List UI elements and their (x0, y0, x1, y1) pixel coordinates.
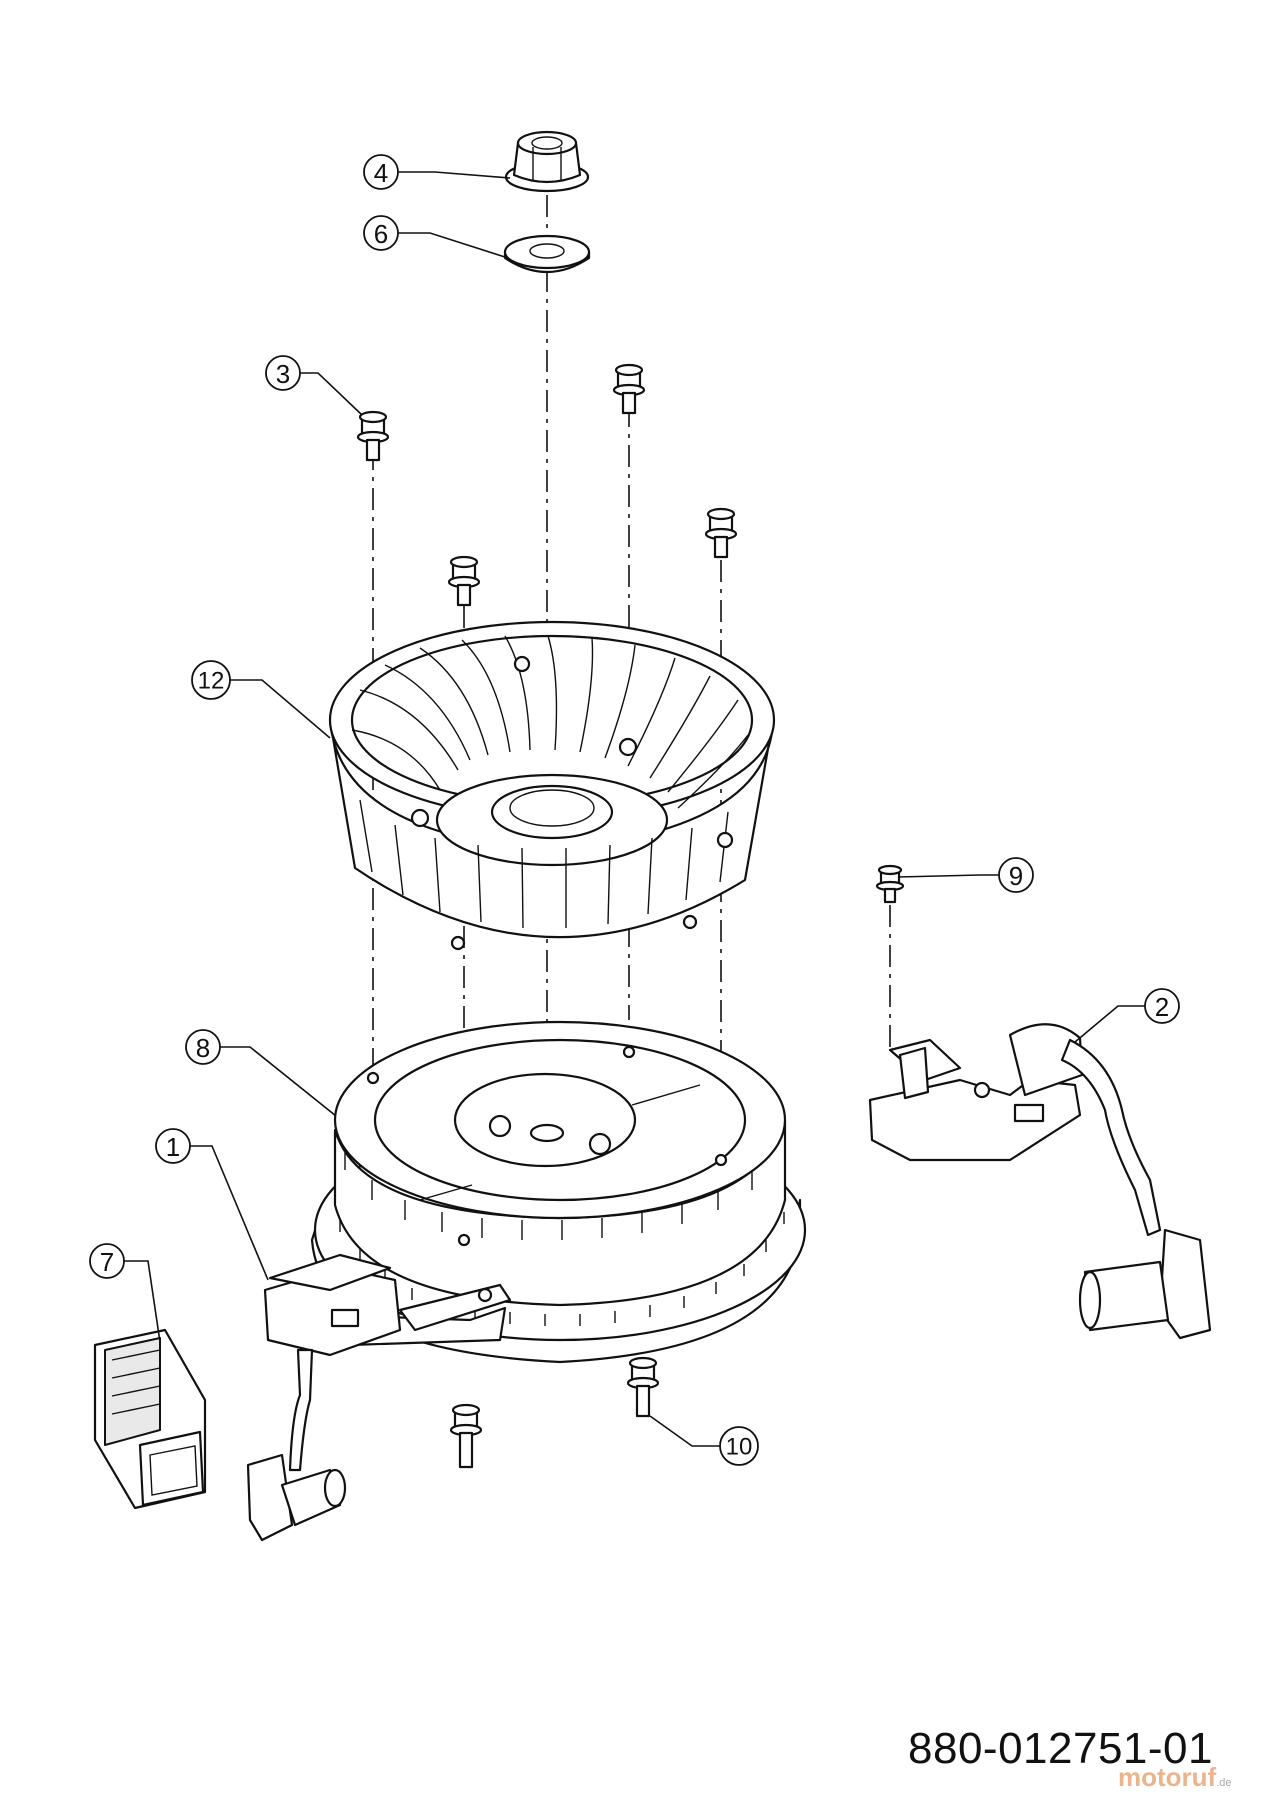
watermark-suffix: .de (1216, 1777, 1232, 1789)
flange-nut (504, 130, 590, 193)
callout-2: 2 (1144, 988, 1180, 1024)
watermark: motoruf.de (1118, 1762, 1232, 1793)
fan-blades (351, 635, 749, 929)
washer (503, 234, 591, 274)
bolt-mid-left (447, 555, 481, 607)
bolt-9 (875, 864, 905, 904)
drawing-code: 880-012751-01 (908, 1724, 1213, 1773)
callout-1: 1 (155, 1128, 191, 1164)
callout-4: 4 (363, 154, 399, 190)
callout-8-label: 8 (196, 1033, 210, 1063)
regulator (93, 1328, 207, 1510)
ignition-module-right (868, 1023, 1212, 1340)
callout-2-label: 2 (1155, 992, 1169, 1022)
callout-10-label: 10 (726, 1434, 753, 1461)
callout-6: 6 (363, 215, 399, 251)
leader-lines (124, 171, 1145, 1447)
callout-8: 8 (185, 1029, 221, 1065)
callout-12: 12 (191, 660, 231, 700)
bolt-mid-right (704, 507, 738, 559)
ignition-coil-left (246, 1253, 512, 1542)
callout-6-label: 6 (374, 219, 388, 249)
bolt-3 (356, 410, 390, 462)
callout-3-label: 3 (276, 359, 290, 389)
callout-7: 7 (89, 1243, 125, 1279)
callout-4-label: 4 (374, 158, 388, 188)
bolt-10 (626, 1356, 660, 1418)
cooling-fan (328, 620, 776, 951)
flywheel-teeth (339, 1150, 785, 1326)
watermark-text: motoruf (1118, 1762, 1217, 1792)
callout-10: 10 (719, 1426, 759, 1466)
callout-9: 9 (998, 857, 1034, 893)
bolt-lower-left (449, 1403, 483, 1469)
callout-1-label: 1 (166, 1132, 180, 1162)
callout-12-label: 12 (198, 668, 225, 695)
callout-7-label: 7 (100, 1247, 114, 1277)
callout-9-label: 9 (1009, 861, 1023, 891)
callout-3: 3 (265, 355, 301, 391)
bolt-upper-right (612, 363, 646, 415)
